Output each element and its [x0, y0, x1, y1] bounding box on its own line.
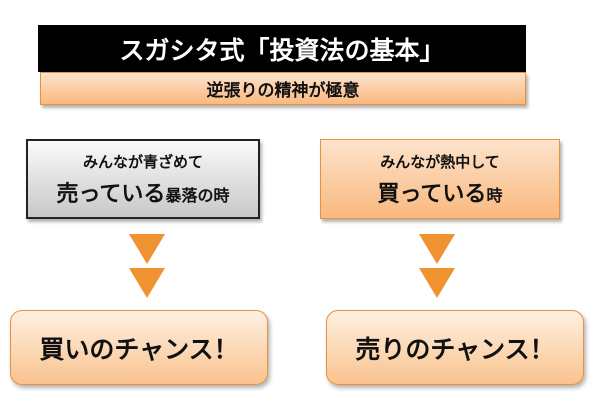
buy-chance-box: 買いのチャンス！	[10, 310, 268, 385]
down-arrow-icon	[419, 234, 455, 264]
sell-chance-box: 売りのチャンス！	[326, 310, 584, 385]
subtitle-banner: 逆張りの精神が極意	[40, 72, 526, 105]
down-arrow-icon	[419, 268, 455, 298]
title-banner: スガシタ式「投資法の基本」	[38, 25, 526, 72]
right-line1: みんなが熱中して	[380, 152, 500, 171]
subtitle-text: 逆張りの精神が極意	[206, 81, 360, 101]
down-arrow-icon	[129, 268, 165, 298]
left-line1: みんなが青ざめて	[82, 152, 203, 171]
buy-chance-text: 買いのチャンス！	[39, 334, 239, 364]
left-condition-box: みんなが青ざめて 売っている暴落の時	[26, 139, 260, 219]
right-line2-small: 時	[486, 185, 503, 205]
sell-chance-text: 売りのチャンス！	[355, 334, 555, 364]
down-arrow-icon	[129, 234, 165, 264]
left-line2: 売っている暴落の時	[57, 176, 230, 208]
left-line2-main: 売っている	[56, 181, 166, 207]
right-line2-main: 買っている	[377, 181, 487, 207]
title-text: スガシタ式「投資法の基本」	[119, 35, 445, 65]
right-condition-box: みんなが熱中して 買っている時	[320, 139, 560, 219]
right-line2: 買っている時	[378, 176, 503, 208]
left-line2-small: 暴落の時	[165, 185, 230, 205]
